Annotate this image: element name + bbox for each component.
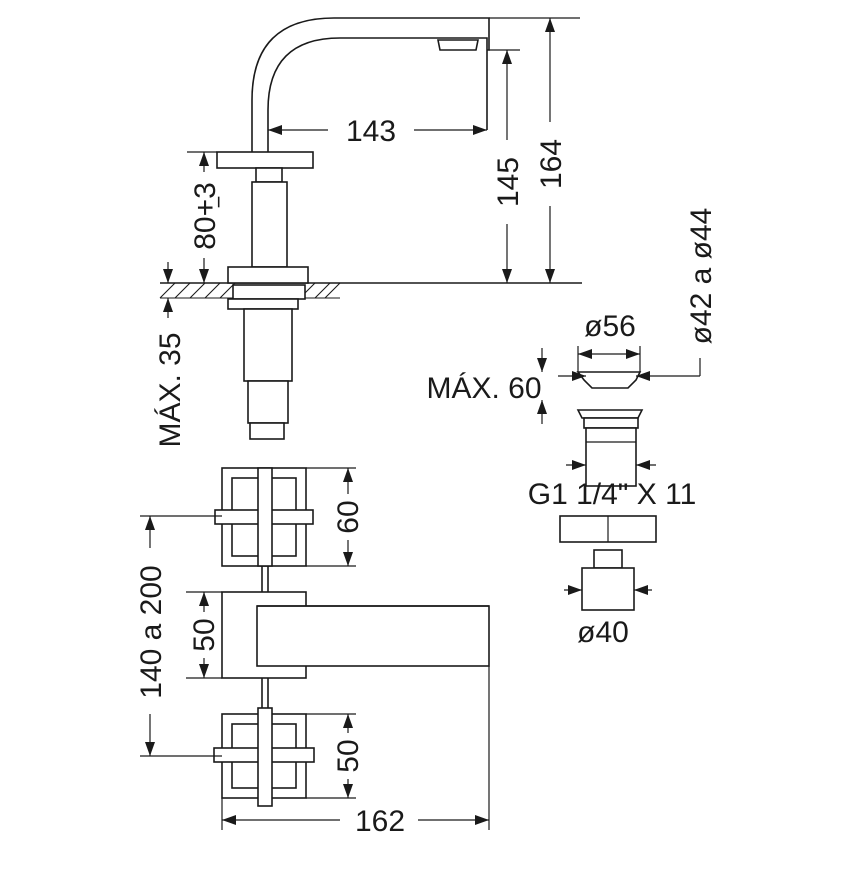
spout-outline [251, 17, 490, 158]
dim-50s-label: 50 [188, 618, 221, 651]
dim-80-tolerance: − [206, 196, 231, 209]
knob-stem [593, 549, 623, 569]
drain-ring [583, 417, 639, 429]
dim-40-label: ø40 [577, 616, 629, 649]
thread-label: G1 1/4" X 11 [528, 478, 697, 511]
dim-max35-label: MÁX. 35 [154, 332, 187, 447]
handle-stem [255, 167, 283, 183]
dim-145-label: 145 [492, 157, 525, 207]
aerator [437, 39, 479, 51]
spout-plan [221, 591, 490, 679]
nut-lower [227, 298, 299, 310]
dim-164-label: 164 [535, 139, 568, 189]
top-view: 60 140 a 200 50 50 162 [134, 467, 490, 838]
dim-56-label: ø56 [584, 310, 636, 343]
valve-body [251, 181, 288, 268]
dim-center-label: 140 a 200 [135, 565, 168, 698]
dim-hole-label: ø42 a ø44 [685, 208, 718, 345]
drain-flange [576, 409, 644, 419]
dim-50h-label: 50 [332, 739, 365, 772]
shank-end [249, 422, 285, 440]
spout-inner [267, 37, 488, 158]
drain-detail: ø56 ø42 a ø44 MÁX. 60 G1 1/4" X 11 [426, 208, 718, 649]
flange [227, 266, 309, 284]
handle-top-lower [213, 707, 315, 807]
dim-60t-label: 60 [332, 500, 365, 533]
popup-cap [576, 371, 642, 389]
handle-top-upper [214, 467, 314, 567]
dim-162-label: 162 [355, 805, 405, 838]
side-view: 143 145 164 80+3 − MÁX. 35 [154, 17, 582, 448]
nut-upper [232, 284, 306, 300]
shank-tail [247, 380, 289, 424]
drain-body [585, 427, 637, 487]
dim-143-label: 143 [346, 115, 396, 148]
knob-body [581, 567, 635, 611]
handle-side [216, 151, 314, 169]
dim-max60-label: MÁX. 60 [426, 372, 541, 405]
shank [243, 308, 293, 382]
dim-80-label: 80+3 [189, 182, 222, 250]
